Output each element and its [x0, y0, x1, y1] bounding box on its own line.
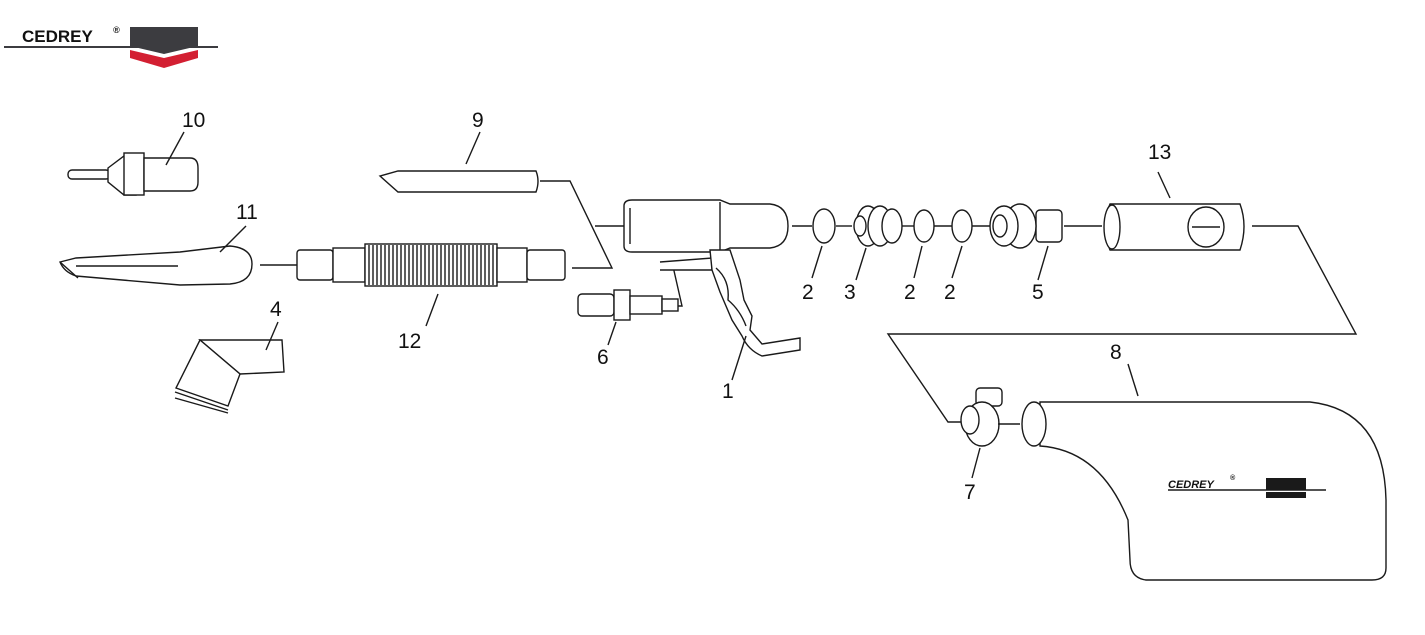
part-10-nozzle	[67, 131, 199, 196]
bag-logo-chevron-lower	[1266, 492, 1306, 498]
part-6-air-fitting	[577, 261, 683, 346]
parts-seals-and-nut	[792, 203, 1102, 281]
logo-wordmark: CEDREY	[22, 27, 94, 46]
part-2-seal-a	[812, 208, 836, 244]
callout-2: 2	[904, 281, 916, 304]
part-12-flex-hose	[260, 243, 566, 327]
logo-chevron-red	[130, 50, 198, 68]
callout-7: 7	[964, 481, 976, 504]
logo-chevron-gray	[130, 27, 198, 54]
callout-2: 2	[944, 281, 956, 304]
callout-13: 13	[1148, 141, 1171, 164]
part-9-tube	[378, 131, 614, 269]
part-2-seal-b	[913, 209, 935, 243]
callout-8: 8	[1110, 341, 1122, 364]
bag-logo-chevron	[1266, 478, 1306, 490]
callout-2: 2	[802, 281, 814, 304]
part-1-gun-body	[595, 199, 801, 381]
callout-1: 1	[722, 380, 734, 403]
callout-5: 5	[1032, 281, 1044, 304]
callout-labels: 1 2 3 2 2 5 13 8 7 6 9 10 11 12 4	[182, 109, 1171, 504]
callout-3: 3	[844, 281, 856, 304]
part-7-clamp	[960, 387, 1020, 479]
part-5-nut	[989, 203, 1063, 249]
callout-4: 4	[270, 298, 282, 321]
callout-12: 12	[398, 330, 421, 353]
part-8-bag: CEDREY ®	[1021, 363, 1387, 581]
callout-11: 11	[236, 201, 258, 224]
callout-6: 6	[597, 346, 609, 369]
part-4-brush	[174, 321, 285, 414]
logo-registered-mark: ®	[113, 25, 120, 35]
callout-9: 9	[472, 109, 484, 132]
cedrey-logo: CEDREY ®	[4, 25, 218, 68]
bag-wordmark: CEDREY	[1168, 479, 1216, 491]
callout-10: 10	[182, 109, 205, 132]
bag-registered-mark: ®	[1230, 474, 1236, 482]
part-2-seal-c	[951, 209, 973, 243]
part-3-coupler	[853, 205, 903, 247]
part-13-collector	[886, 171, 1358, 423]
part-11-crevice-nozzle	[59, 225, 253, 286]
hose-corrugation	[368, 245, 494, 285]
